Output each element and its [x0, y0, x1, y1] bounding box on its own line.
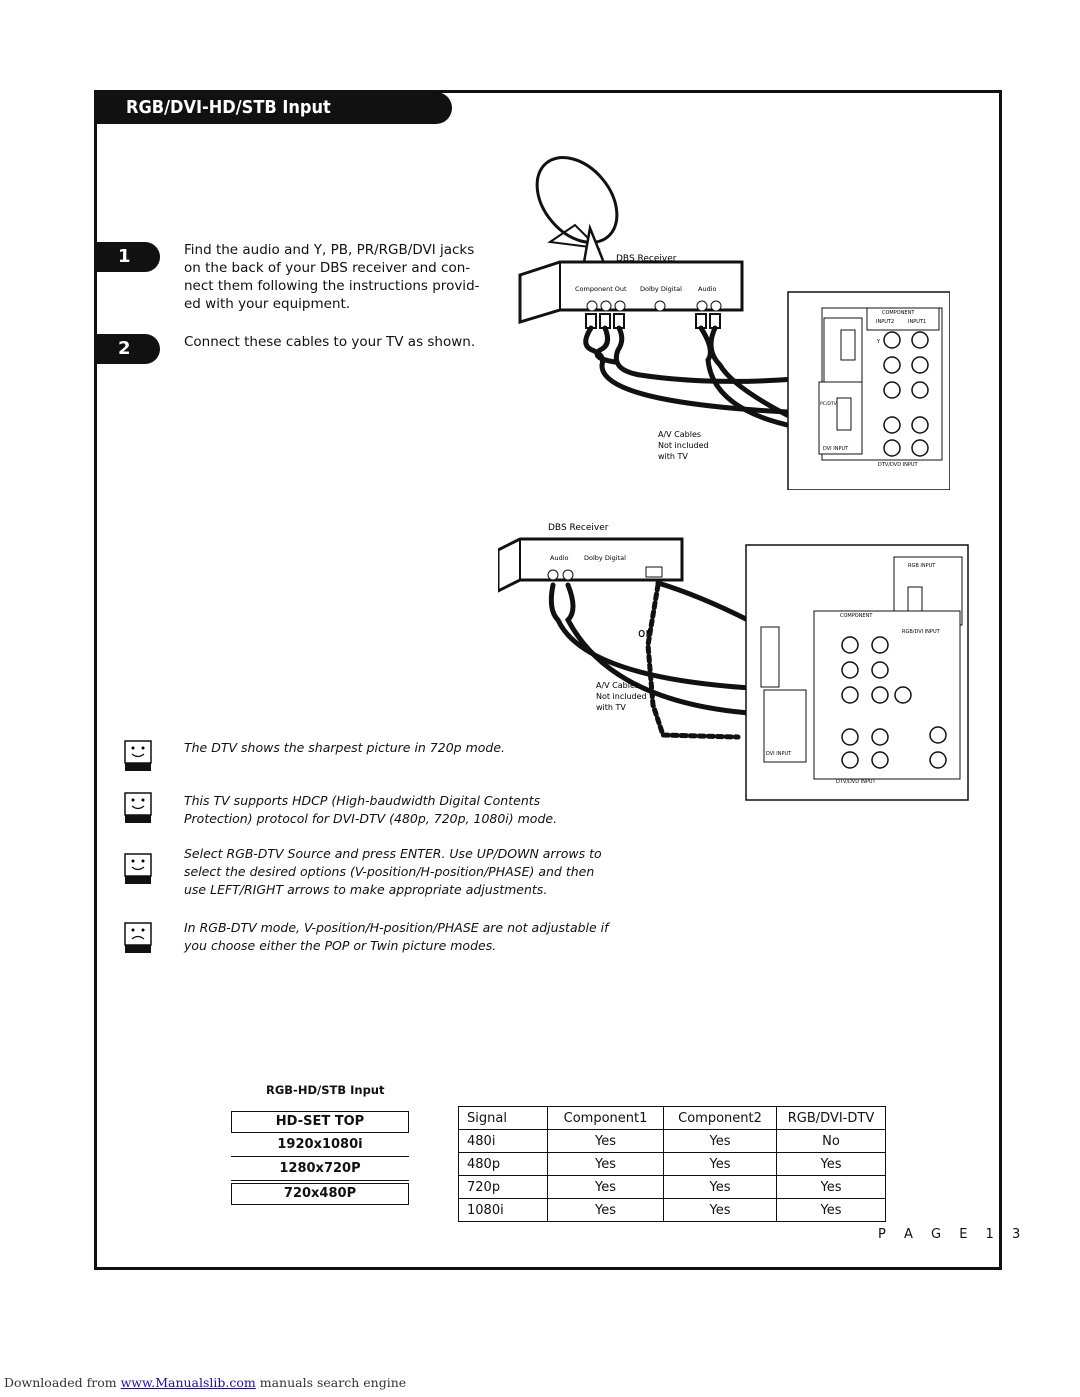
rgb-hd-title: RGB-HD/STB Input — [266, 1083, 385, 1097]
svg-text:A/V Cables: A/V Cables — [658, 430, 701, 439]
step-1-text: Find the audio and Y, PB, PR/RGB/DVI jac… — [184, 242, 480, 312]
hd-row: 720x480P — [231, 1183, 409, 1205]
svg-text:or: or — [638, 626, 650, 640]
svg-text:Audio: Audio — [550, 554, 568, 562]
svg-text:A/V Cables: A/V Cables — [596, 681, 639, 690]
svg-text:Y: Y — [876, 339, 881, 345]
page-frame — [94, 90, 1002, 1270]
dbs-receiver-1: DBS Receiver Component Out Dolby Digital… — [518, 254, 744, 325]
step-2-badge: 2 — [96, 334, 160, 364]
svg-text:DVI INPUT: DVI INPUT — [823, 446, 849, 452]
svg-text:Not included: Not included — [658, 441, 709, 450]
svg-text:INPUT2: INPUT2 — [876, 319, 894, 325]
svg-text:Component Out: Component Out — [575, 285, 627, 293]
tv-rear-panel-1: COMPONENT INPUT2 INPUT1 PC/DTV DVI INPUT… — [787, 291, 950, 490]
svg-text:DVI INPUT: DVI INPUT — [766, 751, 792, 757]
svg-text:COMPONENT: COMPONENT — [840, 613, 873, 619]
svg-text:INPUT1: INPUT1 — [908, 319, 926, 325]
step-2-text: Connect these cables to your TV as shown… — [184, 334, 476, 350]
note-2: This TV supports HDCP (High-baudwidth Di… — [184, 793, 558, 826]
tv-rear-panel-2: RGB INPUT COMPONENT RGB/DVI INPUT DVI IN… — [745, 544, 969, 801]
note-3: Select RGB-DTV Source and press ENTER. U… — [184, 846, 602, 897]
step-1-badge: 1 — [96, 242, 160, 272]
note-1: The DTV shows the sharpest picture in 72… — [184, 740, 505, 755]
manualslib-link[interactable]: www.Manualslib.com — [120, 1375, 256, 1390]
svg-text:DTV/DVD INPUT: DTV/DVD INPUT — [836, 779, 877, 785]
smile-icon — [124, 740, 152, 771]
svg-text:with TV: with TV — [658, 452, 688, 461]
hd-row: HD-SET TOP — [231, 1111, 409, 1133]
frown-icon — [124, 922, 152, 953]
smile-icon — [124, 853, 152, 884]
signal-table: Signal Component1 Component2 RGB/DVI-DTV… — [458, 1106, 886, 1222]
note-4: In RGB-DTV mode, V-position/H-position/P… — [184, 920, 609, 953]
section-banner: RGB/DVI-HD/STB Input — [96, 92, 452, 124]
svg-text:RGB INPUT: RGB INPUT — [908, 563, 936, 569]
svg-text:with TV: with TV — [596, 703, 626, 712]
hd-row: 1920x1080i — [231, 1135, 409, 1157]
satellite-dish-icon — [535, 156, 619, 270]
section-title: RGB/DVI-HD/STB Input — [126, 97, 331, 118]
svg-text:Audio: Audio — [698, 285, 716, 293]
smile-icon — [124, 792, 152, 823]
footer: Downloaded from www.Manualslib.com manua… — [4, 1375, 407, 1390]
svg-text:Dolby Digital: Dolby Digital — [640, 285, 682, 293]
connection-diagram-1: DBS Receiver Component Out Dolby Digital… — [518, 156, 950, 490]
svg-text:DTV/DVD INPUT: DTV/DVD INPUT — [878, 462, 919, 468]
page-number: P A G E 1 3 — [878, 1227, 1028, 1242]
svg-text:DBS Receiver: DBS Receiver — [616, 254, 677, 264]
dbs-receiver-2: Audio Dolby Digital — [498, 537, 684, 593]
connection-diagram-2: DBS Receiver Audio Dolby Digital or A/V … — [498, 523, 969, 801]
table-header-row: Signal Component1 Component2 RGB/DVI-DTV — [458, 1106, 886, 1130]
svg-text:PC/DTV: PC/DTV — [820, 401, 838, 407]
svg-text:Dolby Digital: Dolby Digital — [584, 554, 626, 562]
svg-text:COMPONENT: COMPONENT — [882, 310, 915, 316]
svg-text:Not included: Not included — [596, 692, 647, 701]
hd-row: 1280x720P — [231, 1159, 409, 1181]
svg-text:DBS Receiver: DBS Receiver — [548, 523, 609, 533]
svg-text:RGB/DVI INPUT: RGB/DVI INPUT — [902, 629, 941, 635]
